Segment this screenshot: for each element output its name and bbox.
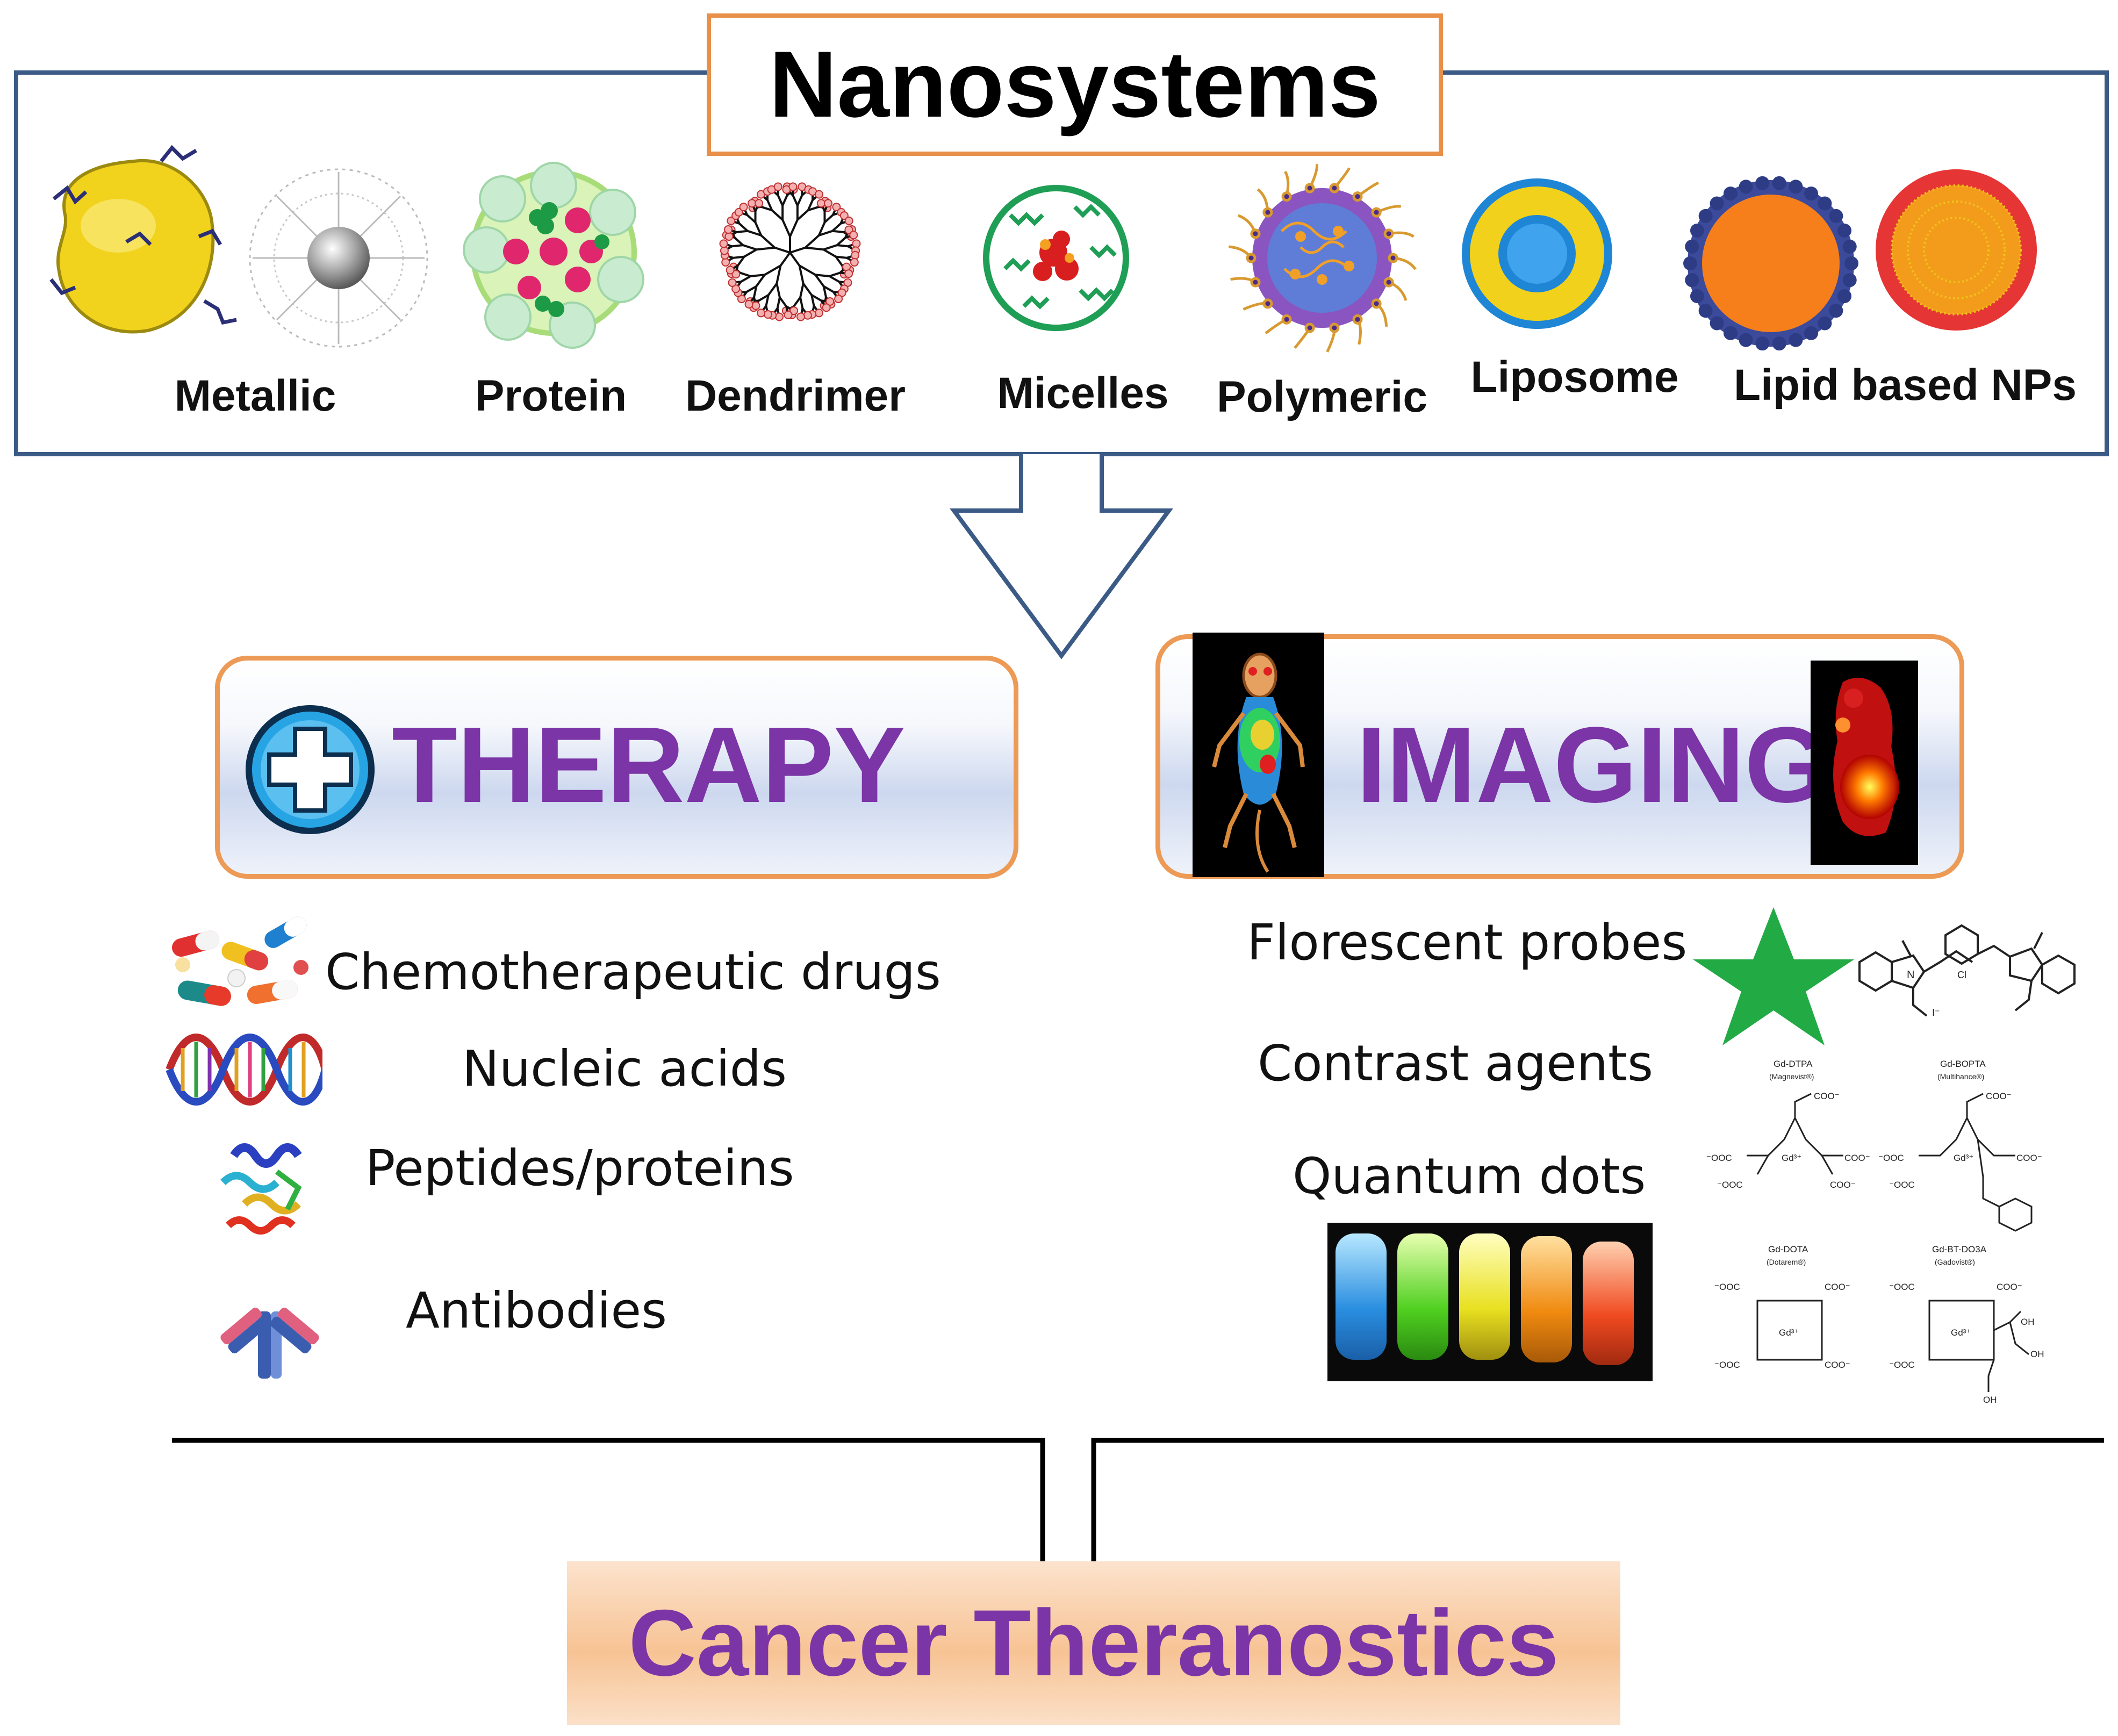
fluorescence-mouse-image (1811, 661, 1918, 865)
imaging-item-florescent-probes: Florescent probes (1247, 914, 1688, 971)
gd-bt-do3a-brand: (Gadovist®) (1935, 1258, 1975, 1266)
protein-structure-icon (220, 1143, 302, 1235)
therapy-panel: THERAPY (215, 656, 1018, 879)
therapy-item-chemotherapeutic-drugs: Chemotherapeutic drugs (325, 943, 941, 1001)
nanosystem-label-protein: Protein (475, 371, 627, 420)
gd-bt-do3a-ooc-top: ⁻OOC (1889, 1282, 1915, 1292)
cyanine-iodide-label: I⁻ (1932, 1007, 1940, 1018)
metallic-nanoparticle-icon (49, 145, 237, 334)
gd-bt-do3a-oh-3: OH (1983, 1395, 1997, 1405)
nanosystem-label-metallic: Metallic (174, 371, 336, 420)
gd-bt-do3a-oh-2: OH (2030, 1349, 2044, 1359)
nanosystem-label-micelles: Micelles (997, 369, 1169, 418)
imaging-item-contrast-agents: Contrast agents (1258, 1035, 1654, 1092)
down-arrow (950, 454, 1173, 659)
therapy-item-nucleic-acids: Nucleic acids (462, 1040, 787, 1097)
antibody-icon (220, 1308, 319, 1379)
imaging-panel: IMAGING (1155, 633, 1964, 879)
gd-bt-do3a-name: Gd-BT-DO3A (1932, 1244, 1987, 1254)
gd-bt-do3a-coo-top: COO⁻ (1997, 1282, 2022, 1292)
gd-dota-coo-top: COO⁻ (1825, 1282, 1850, 1292)
dendrimer-icon (719, 182, 861, 321)
therapy-item-peptides-proteins: Peptides/proteins (365, 1139, 794, 1197)
nanosystem-label-lipid-based-nps: Lipid based NPs (1734, 361, 2077, 410)
protein-nanoparticle-icon (463, 162, 644, 349)
gd-dtpa-brand: (Magnevist®) (1769, 1072, 1814, 1081)
imaging-title: IMAGING (1356, 705, 1828, 825)
gd-dtpa-ooc-bottom: ⁻OOC (1717, 1180, 1743, 1190)
dna-icon (166, 1034, 322, 1106)
gd-bt-do3a-oh-1: OH (2021, 1317, 2035, 1327)
chemical-structure-icon (1747, 1093, 2033, 1392)
star-icon (1693, 907, 1854, 1045)
gd-bt-do3a-ooc-bottom: ⁻OOC (1889, 1360, 1915, 1370)
quantum-dots-icon (1327, 1223, 1653, 1381)
therapy-item-antibodies: Antibodies (406, 1282, 667, 1339)
pills-icon (164, 916, 317, 1021)
gd-dota-name: Gd-DOTA (1768, 1244, 1808, 1254)
gd-dtpa-gd-label: Gd³⁺ (1782, 1153, 1801, 1163)
micelle-icon (983, 185, 1129, 331)
metallic-ligand-shell-icon (249, 168, 428, 348)
gd-bt-do3a-gd-label: Gd³⁺ (1951, 1328, 1971, 1338)
lipid-nanoparticle-2-icon (1876, 169, 2037, 331)
gd-dtpa-coo-top: COO⁻ (1814, 1091, 1840, 1101)
imaging-item-quantum-dots: Quantum dots (1293, 1147, 1646, 1205)
gd-bopta-coo-right: COO⁻ (2016, 1153, 2042, 1163)
gd-dtpa-name: Gd-DTPA (1774, 1059, 1813, 1069)
polymeric-nanoparticle-icon (1229, 164, 1417, 353)
gd-dota-coo-bottom: COO⁻ (1825, 1360, 1850, 1370)
gd-bopta-gd-label: Gd³⁺ (1954, 1153, 1973, 1163)
therapy-icons (164, 916, 322, 1379)
gd-dota-ooc-top: ⁻OOC (1714, 1282, 1740, 1292)
cyanine-n-label: N (1907, 969, 1914, 981)
gd-bopta-coo-top: COO⁻ (1986, 1091, 2012, 1101)
nanosystem-label-polymeric: Polymeric (1217, 372, 1427, 421)
gd-bopta-ooc-bottom: ⁻OOC (1889, 1180, 1915, 1190)
gd-dtpa-coo-bottom: COO⁻ (1830, 1180, 1856, 1190)
imaging-connector-line (1091, 1438, 2104, 1564)
fluorescent-dye-structure-icon (1858, 924, 2076, 1017)
gd-bopta-ooc-left: ⁻OOC (1878, 1153, 1904, 1163)
cyanine-cl-label: Cl (1957, 970, 1966, 980)
gd-dtpa-ooc-left: ⁻OOC (1706, 1153, 1732, 1163)
nanosystem-label-dendrimer: Dendrimer (685, 371, 906, 420)
pet-scan-image (1193, 633, 1324, 877)
gd-dota-brand: (Dotarem®) (1767, 1258, 1806, 1266)
nanosystems-title: Nanosystems (707, 13, 1443, 156)
gd-dota-ooc-bottom: ⁻OOC (1714, 1360, 1740, 1370)
gd-dota-gd-label: Gd³⁺ (1779, 1328, 1799, 1338)
lipid-nanoparticle-icon (1683, 176, 1858, 351)
gd-dtpa-coo-right: COO⁻ (1844, 1153, 1870, 1163)
liposome-icon (1462, 178, 1612, 329)
therapy-title: THERAPY (392, 705, 906, 825)
nanosystem-label-liposome: Liposome (1470, 353, 1679, 401)
medical-cross-icon (246, 705, 375, 834)
gd-bopta-name: Gd-BOPTA (1940, 1059, 1986, 1069)
cancer-theranostics-banner: Cancer Theranostics (567, 1561, 1620, 1725)
therapy-connector-line (172, 1438, 1045, 1564)
gd-bopta-brand: (Multihance®) (1937, 1072, 1984, 1081)
